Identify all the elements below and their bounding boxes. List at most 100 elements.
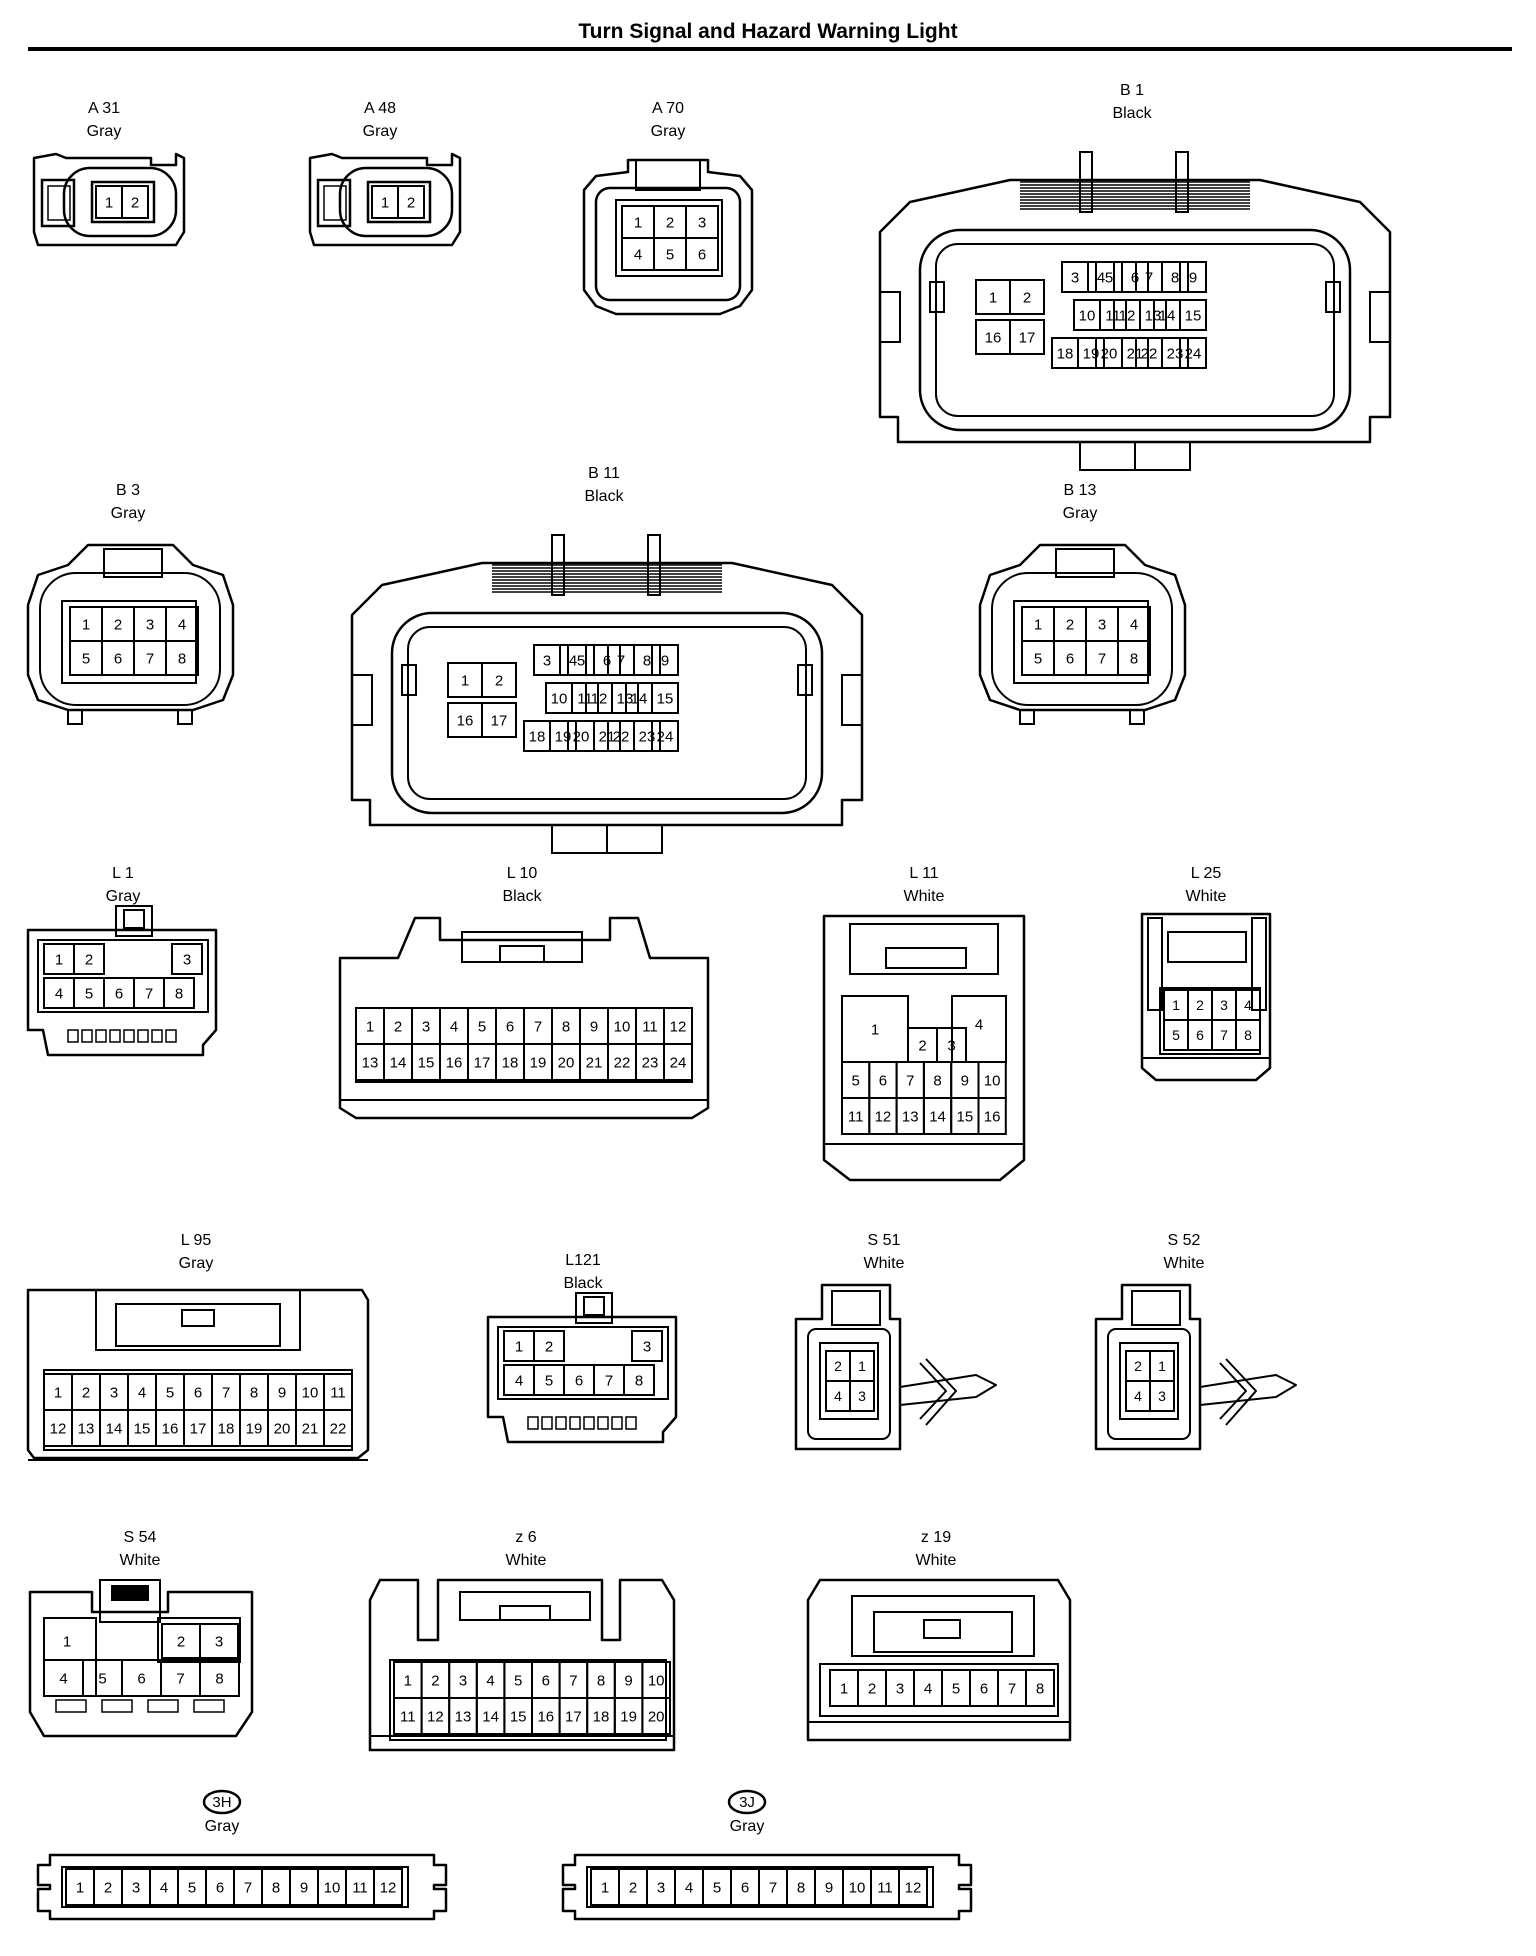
housing-outline [32, 152, 186, 247]
housing-outline [366, 180, 432, 224]
pin-number: 3 [183, 951, 191, 968]
connector-color: Gray [111, 505, 146, 522]
housing-outline [99, 1579, 161, 1623]
pin-number: 10 [324, 1879, 341, 1896]
housing-outline [978, 543, 1187, 712]
pin-number: 20 [1101, 345, 1118, 362]
pin-number: 3 [643, 1338, 651, 1355]
housing-outline [36, 1853, 448, 1921]
pin-number: 14 [106, 1420, 123, 1437]
pin-number: 7 [617, 652, 625, 669]
pin-number: 6 [506, 1018, 514, 1035]
housing-outline [841, 674, 863, 726]
pin-number: 8 [643, 652, 651, 669]
pin-number: 1 [381, 194, 389, 211]
pin-number: 8 [597, 1672, 605, 1689]
pin-number: 3 [422, 1018, 430, 1035]
connector-color: Gray [363, 123, 398, 140]
housing-outline [879, 291, 901, 343]
pin-number: 4 [450, 1018, 458, 1035]
pin-number: 6 [698, 246, 706, 263]
pin-number: 5 [577, 652, 585, 669]
pin-number: 7 [1098, 650, 1106, 667]
housing-outline [1219, 1362, 1247, 1420]
pin-number: 1 [840, 1680, 848, 1697]
pin-number: 1 [1034, 616, 1042, 633]
pin-number: 6 [542, 1672, 550, 1689]
connector-color: Gray [730, 1818, 765, 1835]
pin-number: 8 [272, 1879, 280, 1896]
pin-number: 5 [85, 985, 93, 1002]
pin-number: 18 [502, 1054, 519, 1071]
pin-number: 4 [55, 985, 63, 1002]
pin-number: 3 [1071, 269, 1079, 286]
pin-cell [1009, 279, 1045, 315]
pin-number: 12 [875, 1108, 892, 1125]
housing-outline [635, 159, 701, 191]
connector-color: Gray [87, 123, 122, 140]
pin-number: 1 [989, 289, 997, 306]
housing-outline [925, 1358, 957, 1426]
pin-number: 3 [896, 1680, 904, 1697]
housing-outline [819, 1342, 879, 1420]
housing-outline [1019, 709, 1035, 725]
pin-number: 11 [642, 1018, 658, 1035]
pin-number: 1 [82, 616, 90, 633]
pin-number: 10 [648, 1672, 665, 1689]
connector-code: B 1 [1120, 82, 1144, 99]
pin-cell [1179, 261, 1207, 293]
pin-number: 8 [635, 1372, 643, 1389]
housing-outline [43, 1617, 97, 1697]
pin-cell [1161, 261, 1189, 293]
housing-outline [350, 561, 864, 827]
housing-outline [1107, 1328, 1191, 1440]
connector-code: B 11 [588, 465, 620, 482]
pin-number: 2 [177, 1633, 185, 1650]
pin-number: 8 [215, 1670, 223, 1687]
pin-cell [633, 644, 661, 676]
housing-outline [569, 1416, 581, 1430]
pin-number: 3 [698, 214, 706, 231]
pin-number: 7 [534, 1018, 542, 1035]
pin-number: 19 [530, 1054, 547, 1071]
pin-number: 21 [302, 1420, 319, 1437]
pin-number: 6 [741, 1879, 749, 1896]
housing-outline [316, 178, 352, 228]
pin-number: 6 [980, 1680, 988, 1697]
pin-number: 10 [614, 1018, 631, 1035]
pin-number: 18 [218, 1420, 235, 1437]
pin-number: 15 [418, 1054, 435, 1071]
pin-number: 9 [590, 1018, 598, 1035]
pin-number: 6 [115, 985, 123, 1002]
pin-cell [1117, 640, 1151, 676]
pin-number: 1 [366, 1018, 374, 1035]
pin-number: 24 [1185, 345, 1202, 362]
pin-number: 1 [461, 672, 469, 689]
housing-outline [611, 1416, 623, 1430]
connector-color: Black [584, 488, 624, 505]
housing-outline [797, 664, 813, 696]
pin-number: 6 [194, 1384, 202, 1401]
housing-outline [123, 1029, 135, 1043]
housing-outline [849, 923, 999, 975]
pin-number: 14 [1159, 307, 1176, 324]
pin-number: 16 [446, 1054, 463, 1071]
housing-outline [47, 185, 71, 221]
housing-outline [583, 1296, 605, 1316]
pin-number: 13 [455, 1708, 472, 1725]
connector-code: B 3 [116, 482, 140, 499]
housing-outline [822, 914, 1026, 1182]
connector-code: 3J [739, 1794, 755, 1811]
pin-number: 12 [591, 690, 608, 707]
pin-number: 2 [431, 1672, 439, 1689]
pin-number: 10 [551, 690, 568, 707]
housing-outline [67, 1029, 79, 1043]
pin-number: 13 [78, 1420, 95, 1437]
pin-cell [171, 943, 203, 975]
